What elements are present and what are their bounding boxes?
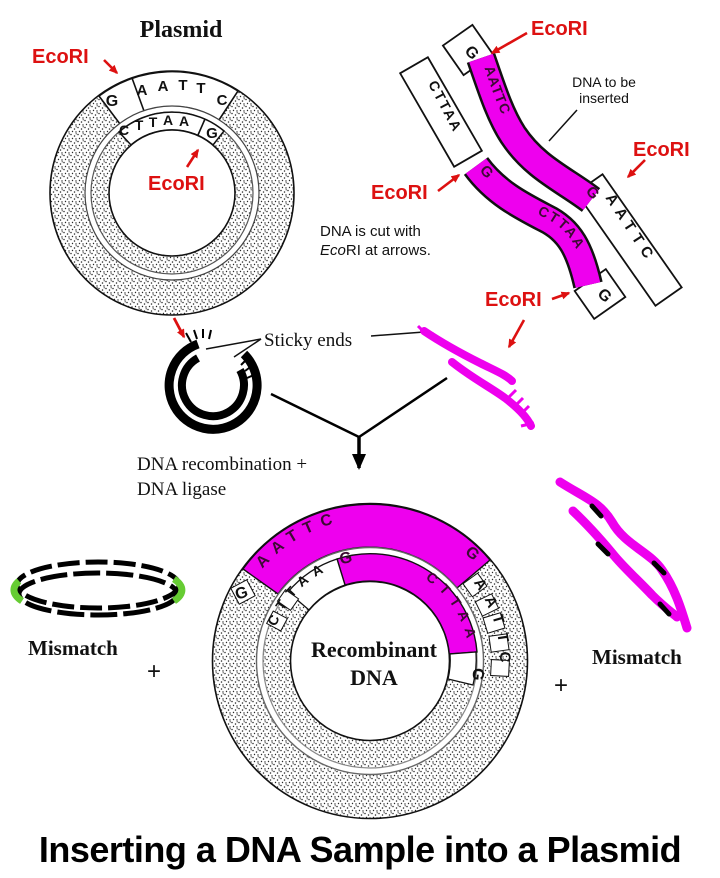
- ecori-arrow: [490, 31, 528, 55]
- ecori-arrow: [551, 291, 571, 301]
- fragment-strand: [448, 358, 535, 430]
- sequence-letter: T: [178, 77, 187, 94]
- sequence-letter: T: [196, 80, 205, 97]
- ecori-label: EcoRI: [633, 139, 690, 161]
- sequence-letter: C: [217, 92, 228, 109]
- ecori-arrow: [437, 173, 461, 193]
- sticky-fragment-figure: [416, 324, 535, 430]
- cut-plasmid-figure: Sticky ends: [164, 317, 425, 434]
- plus-sign: +: [554, 672, 568, 699]
- sticky-pointer-line: [370, 331, 425, 337]
- ecori-label: EcoRI: [148, 173, 205, 195]
- ecori-label: EcoRI: [32, 46, 89, 68]
- insert-note-line1: DNA to be: [572, 74, 636, 90]
- ecori-label: EcoRI: [531, 18, 588, 40]
- recombinant-dna-label-line1: Recombinant: [311, 637, 438, 662]
- mismatch-strands-figure: Mismatch +: [554, 477, 692, 699]
- dna-strand-top: [469, 53, 599, 211]
- flow-line: [358, 376, 448, 439]
- flow-line: [270, 392, 360, 439]
- recombinant-dna-label-line2: DNA: [350, 665, 398, 690]
- recombinant-center: [289, 580, 451, 742]
- recombination-label-line1: DNA recombination +: [137, 454, 307, 475]
- cut-plasmid-inner-strand: [177, 354, 248, 421]
- cut-note-line1: DNA is cut with: [320, 223, 421, 240]
- recombinant-plasmid-figure: G AATTC G AATTC CTTAA G CTTAA G Recombin…: [211, 502, 529, 820]
- cut-note-rest: RI at arrows.: [346, 242, 431, 259]
- ecori-label: EcoRI: [371, 182, 428, 204]
- sequence-letter: C: [119, 122, 129, 138]
- sequence-letter: A: [158, 78, 169, 95]
- note-pointer-line: [548, 109, 578, 142]
- recombination-label-line2: DNA ligase: [137, 479, 226, 500]
- sequence-letter: T: [135, 117, 144, 133]
- plasmid-figure: G A A T T C C T T A A G Plasmid EcoRI Ec…: [32, 17, 295, 316]
- ecori-cut-line: [197, 118, 206, 136]
- diagram-title: Inserting a DNA Sample into a Plasmid: [39, 829, 681, 870]
- sequence-letter: A: [179, 113, 189, 129]
- flow-arrow-red: [172, 317, 186, 339]
- plasmid-center: [108, 129, 236, 257]
- dna-fragment-box: [398, 56, 484, 168]
- sticky-end-ticks: [416, 324, 535, 428]
- sequence-letter: A: [163, 112, 173, 128]
- letter-boxes: [265, 588, 300, 632]
- sequence-letter: A: [137, 82, 148, 99]
- cut-note-italic: Eco: [320, 242, 346, 259]
- ecori-arrow: [626, 159, 646, 179]
- sticky-end-ticks: [185, 329, 257, 379]
- mismatch-strand: [555, 477, 692, 633]
- fragment-strand: [420, 327, 516, 385]
- plus-sign: +: [147, 658, 161, 685]
- plasmid-label: Plasmid: [140, 17, 223, 43]
- recombination-flow: DNA recombination + DNA ligase: [137, 376, 448, 500]
- dna-strand-bottom: [465, 158, 601, 288]
- mismatch-site-green: [171, 576, 186, 604]
- sequence-letter: T: [149, 114, 158, 130]
- mismatch-label: Mismatch: [592, 645, 682, 669]
- cut-note: DNA is cut with EcoRI at arrows.: [320, 223, 431, 259]
- ecori-arrow: [185, 148, 200, 168]
- ecori-arrow: [507, 319, 526, 349]
- ecori-arrow: [103, 59, 119, 75]
- sequence-letter: G: [469, 668, 487, 682]
- insert-note-line2: inserted: [579, 90, 629, 106]
- sequence-letter: G: [233, 584, 250, 604]
- sticky-pointer-line: [233, 338, 262, 358]
- cut-note-line2: EcoRI at arrows.: [320, 242, 431, 259]
- sequence-letter: G: [338, 549, 354, 569]
- mismatch-circle-figure: Mismatch +: [10, 559, 186, 685]
- ecori-cut-line: [131, 77, 145, 112]
- sticky-ends-label: Sticky ends: [264, 330, 352, 351]
- mismatch-marks: [589, 503, 672, 617]
- mismatch-site-green: [10, 578, 25, 604]
- cut-plasmid-outer-strand: [164, 339, 262, 434]
- letter-boxes: [230, 572, 510, 677]
- sequence-letter: G: [206, 125, 218, 142]
- insert-dna-figure: G AATTC G AATTC CTTAA G CTTAA G DNA to b…: [371, 18, 690, 349]
- sequence-letter: G: [106, 93, 118, 110]
- sticky-pointer-line: [205, 338, 262, 350]
- ecori-label: EcoRI: [485, 289, 542, 311]
- mismatch-label: Mismatch: [28, 636, 118, 660]
- mismatch-plasmid-strand: [14, 559, 182, 611]
